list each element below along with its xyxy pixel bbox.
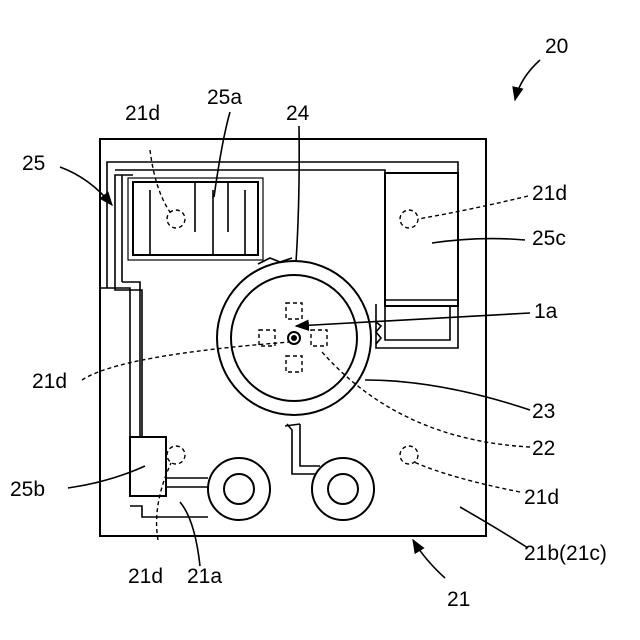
label-21d-top-right: 21d [532,182,567,205]
label-23: 23 [532,400,555,423]
leader-21a [180,502,200,566]
leader-25 [60,167,112,205]
connector-wiring-right [285,424,320,474]
leader-25b [68,466,145,488]
dashed-pad-top [286,303,302,319]
label-21: 21 [447,588,470,611]
leader-23 [365,380,530,410]
connector-left-outer [208,458,270,520]
leader-25c [432,239,525,243]
component-25b [130,437,166,496]
component-25c [385,173,458,306]
label-22: 22 [532,437,555,460]
leader-24 [296,126,299,262]
leader-1a [296,313,530,326]
leader-21d-bottom [157,463,171,540]
wiring-trace-top [115,170,385,175]
label-25b: 25b [10,478,45,501]
mounting-hole-top-right [400,210,418,228]
label-21d-bottom: 21d [128,565,163,588]
label-25: 25 [22,152,45,175]
dashed-pad-bottom [286,356,302,372]
connector-left-inner [224,474,254,504]
leader-21d-right [414,462,520,492]
label-21a: 21a [187,565,222,588]
mounting-hole-bottom-left [167,446,185,464]
wiring-trace-right [376,304,458,348]
leader-21b [460,507,528,548]
mounting-hole-bottom-right [400,446,418,464]
connector-wiring-left [130,478,208,517]
label-21b: 21b(21c) [524,542,607,565]
mounting-hole-top-left [167,210,185,228]
label-20: 20 [545,35,568,58]
leader-21d-left [82,342,290,380]
label-21d-right: 21d [524,486,559,509]
label-21d-top-left: 21d [125,102,160,125]
center-point-1a [291,335,297,341]
label-1a: 1a [534,300,558,323]
dashed-pad-right [311,330,327,346]
label-24: 24 [286,102,310,125]
leader-21d-top-right [418,196,528,219]
leader-20 [515,60,540,100]
label-25a: 25a [207,86,242,109]
connector-right-inner [328,474,358,504]
leader-21 [413,540,445,578]
connector-right-outer [312,458,374,520]
leader-22 [322,352,530,447]
label-25c: 25c [532,227,566,250]
component-25a-inner [150,182,245,255]
label-21d-left: 21d [32,370,67,393]
